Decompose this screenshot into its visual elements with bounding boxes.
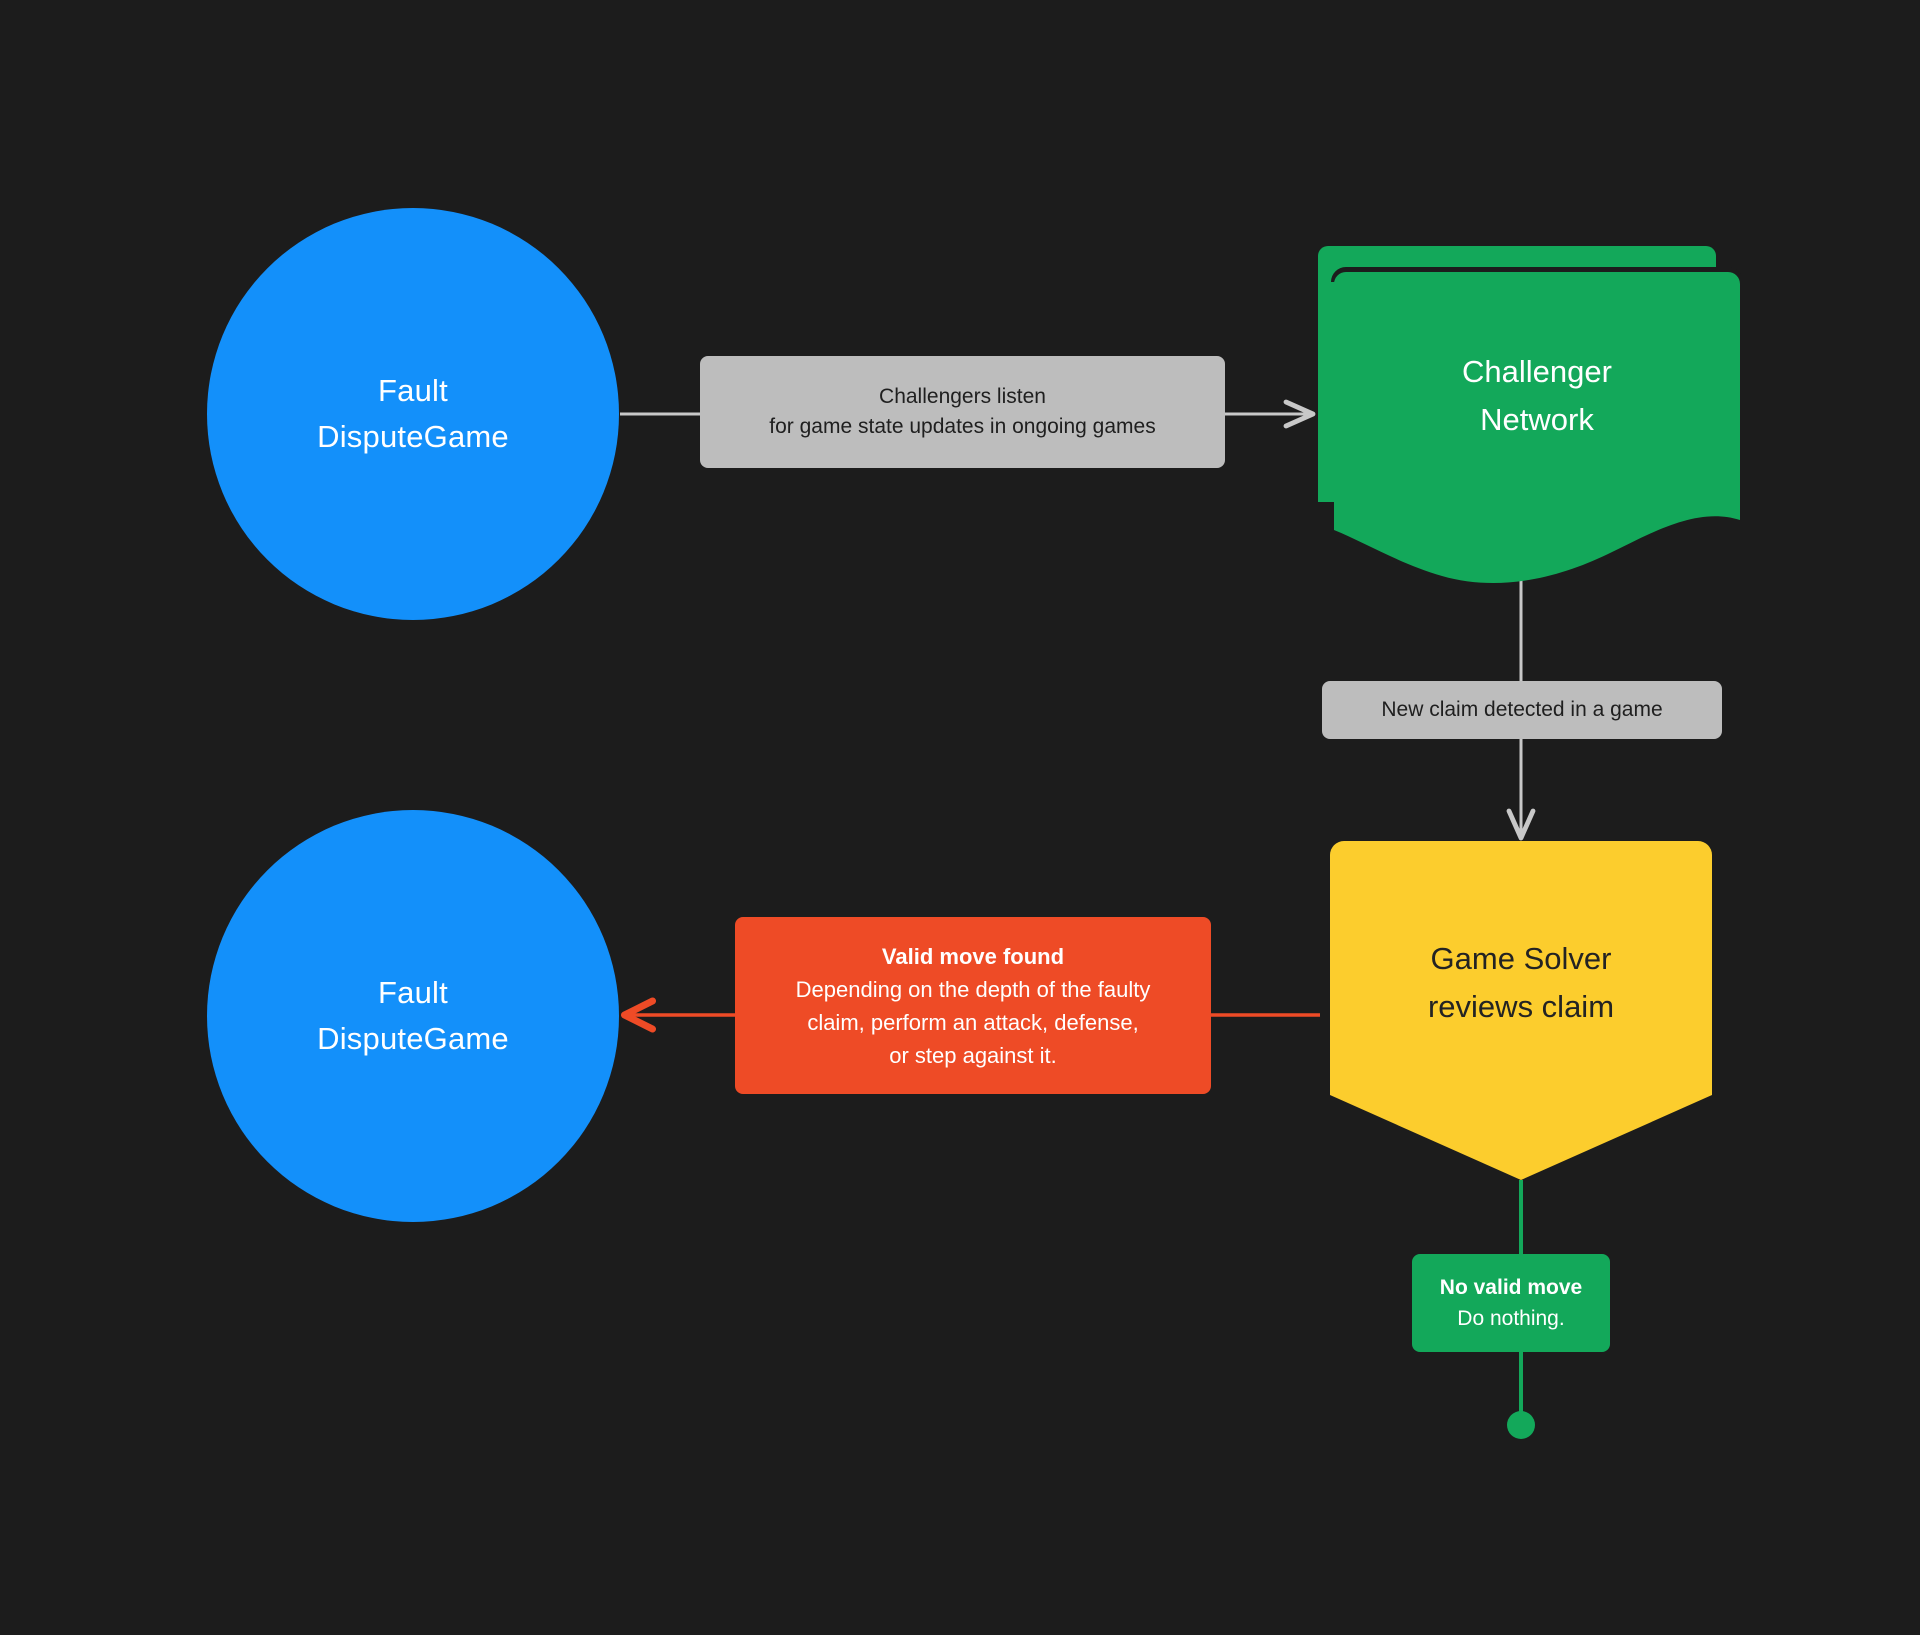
edge-label-line1: Depending on the depth of the faulty <box>795 976 1151 1002</box>
challenger-network-line2: Network <box>1480 402 1594 438</box>
node-game-solver-label: Game Solver reviews claim <box>1330 935 1712 1031</box>
node-fault-dispute-game-bottom[interactable]: Fault DisputeGame <box>207 810 619 1222</box>
node-label-line1: Fault <box>378 974 448 1010</box>
edge-label-line1: Challengers listen <box>879 384 1046 408</box>
edge-label-new-claim-detected[interactable]: New claim detected in a game <box>1322 681 1722 739</box>
edge-label-heading: No valid move <box>1439 1275 1583 1299</box>
edge-label-valid-move-found[interactable]: Valid move found Depending on the depth … <box>735 917 1211 1094</box>
node-label-line1: Fault <box>378 372 448 408</box>
game-solver-shape[interactable] <box>1330 841 1712 1180</box>
edge-label-line2: claim, perform an attack, defense, <box>807 1009 1139 1035</box>
edge-label-challengers-listen[interactable]: Challengers listen for game state update… <box>700 356 1225 468</box>
edge-label-line3: or step against it. <box>889 1042 1057 1068</box>
terminator-dot <box>1507 1411 1535 1439</box>
edge-label-no-valid-move[interactable]: No valid move Do nothing. <box>1412 1254 1610 1352</box>
edge-label-line1: Do nothing. <box>1457 1307 1565 1330</box>
challenger-network-shape[interactable] <box>1318 246 1743 584</box>
edge-label-line1: New claim detected in a game <box>1381 697 1663 721</box>
node-fault-dispute-game-top[interactable]: Fault DisputeGame <box>207 208 619 620</box>
game-solver-line1: Game Solver <box>1430 941 1612 976</box>
game-solver-line2: reviews claim <box>1427 989 1615 1025</box>
challenger-network-line1: Challenger <box>1462 354 1612 389</box>
node-challenger-network-label: Challenger Network <box>1334 348 1740 444</box>
edge-label-line2: for game state updates in ongoing games <box>769 415 1156 438</box>
edge-label-heading: Valid move found <box>881 943 1065 969</box>
node-label-line2: DisputeGame <box>317 1021 509 1056</box>
node-label-line2: DisputeGame <box>317 419 509 454</box>
